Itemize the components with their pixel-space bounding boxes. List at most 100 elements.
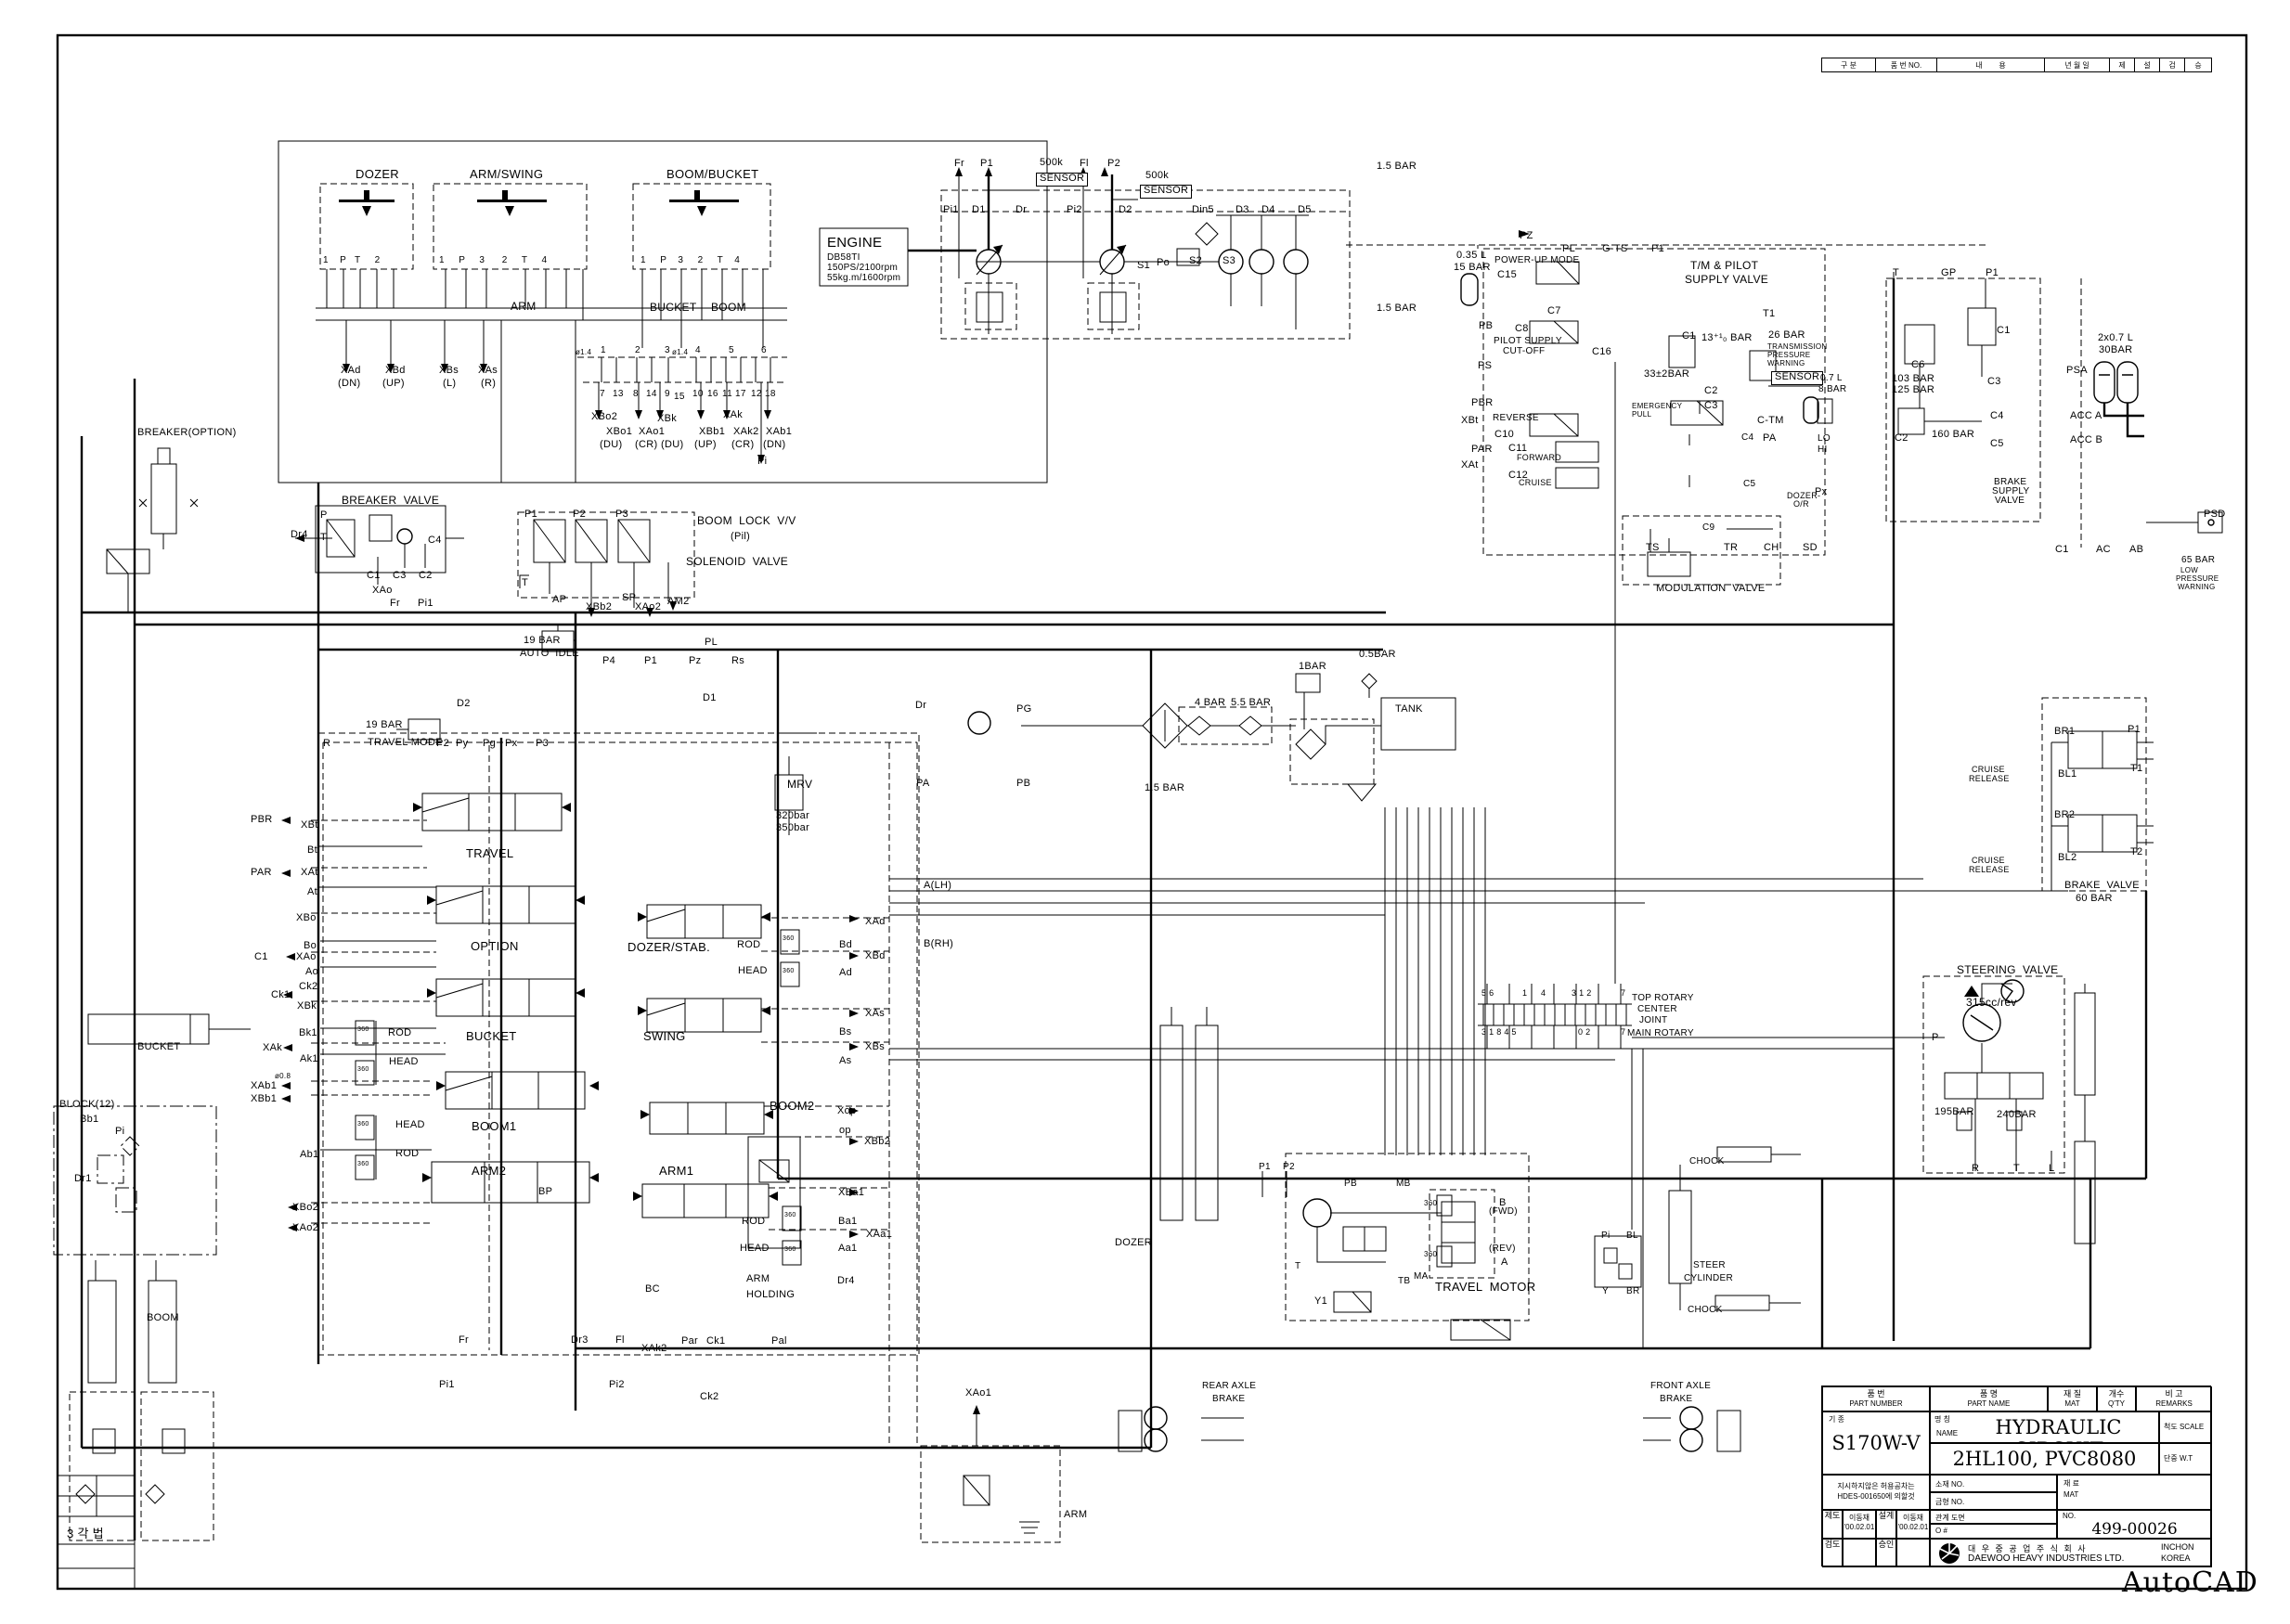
schematic-label: T1 — [2130, 763, 2143, 774]
schematic-label: C1 — [254, 951, 268, 962]
company-ko: 대 우 중 공 업 주 식 회 사 — [1968, 1544, 2088, 1553]
schematic-label: 360 — [357, 1066, 369, 1073]
schematic-label: BUCKET — [650, 301, 697, 314]
schematic-label: XAo1 — [965, 1387, 992, 1398]
schematic-label: XBb2 — [586, 601, 613, 612]
schematic-label: PL — [705, 637, 718, 648]
schematic-label: REVERSE — [1493, 413, 1539, 423]
schematic-label: XBd — [865, 950, 886, 961]
schematic-label: Ck2 — [299, 981, 318, 992]
material-cell: 재 료 MAT — [2057, 1475, 2212, 1510]
schematic-label: (UP) — [382, 378, 405, 389]
schematic-label: Pz — [689, 655, 702, 666]
schematic-label: Din5 — [1192, 204, 1214, 215]
schematic-label: B — [1499, 1197, 1507, 1208]
schematic-label: PG — [1016, 703, 1032, 715]
schematic-label: C1 — [367, 570, 381, 581]
schematic-label: CRUISE — [1972, 856, 2005, 865]
pump-motor-symbols — [396, 249, 2215, 1452]
schematic-label: XAk — [263, 1042, 283, 1053]
schematic-label: op — [839, 1125, 851, 1136]
schematic-label: Aa1 — [838, 1243, 858, 1254]
schematic-label: 1.5 BAR — [1145, 782, 1185, 793]
schematic-label: BC — [645, 1283, 660, 1295]
schematic-label: P4 — [602, 655, 616, 666]
schematic-label: MA — [1414, 1271, 1429, 1282]
model-value: S170W-V — [1831, 1432, 1921, 1454]
schematic-label: 7 — [600, 389, 605, 399]
schematic-label: D5 — [1298, 204, 1312, 215]
schematic-label: DB58TI — [827, 252, 860, 263]
accumulator-symbols — [1460, 273, 2139, 424]
schematic-label: C4 — [1741, 432, 1754, 443]
schematic-label: A — [1501, 1257, 1508, 1268]
schematic-label: D4 — [1261, 204, 1275, 215]
schematic-label: XBk — [297, 1000, 317, 1012]
schematic-label: TANK — [1395, 703, 1423, 715]
schematic-label: XAa1 — [866, 1229, 893, 1240]
schematic-label: BOOM — [147, 1312, 179, 1323]
schematic-label: TRAVEL MODE — [368, 737, 443, 748]
schematic-label: 350bar — [776, 822, 810, 833]
schematic-label: SENSOR — [1771, 371, 1824, 385]
schematic-label: 9 — [665, 389, 670, 399]
schematic-label: ø1.4 — [672, 348, 689, 356]
schematic-label: 195BAR — [1934, 1106, 1974, 1117]
schematic-label: L — [2049, 1163, 2055, 1174]
mold-no-cell: 금형 NO. — [1930, 1492, 2057, 1510]
schematic-label: POWER-UP MODE — [1494, 255, 1580, 265]
schematic-label: P1 — [1651, 243, 1665, 254]
schematic-label: Fr — [390, 598, 400, 609]
drawing-no-cell: NO. 499-00026 — [2057, 1510, 2212, 1539]
schematic-label: Xop — [837, 1105, 857, 1116]
schematic-label: C12 — [1508, 470, 1529, 481]
schematic-label: BR2 — [2054, 809, 2076, 820]
schematic-label: XBo1 — [606, 426, 633, 437]
model-cell: 기 종 S170W-V — [1822, 1411, 1930, 1475]
schematic-label: PSA — [2066, 365, 2088, 376]
schematic-label: 1 P 3 2 T 4 — [439, 255, 548, 265]
schematic-label: 13 — [613, 389, 624, 399]
revision-strip-header: 승 — [2194, 60, 2202, 70]
schematic-label: P2 — [1283, 1162, 1295, 1172]
scale-cell: 척도 SCALE — [2159, 1411, 2212, 1443]
schematic-label: TOP ROTARY — [1632, 993, 1694, 1003]
schematic-label: C1 — [1682, 330, 1696, 342]
schematic-label: C15 — [1497, 269, 1518, 280]
schematic-label: MAIN ROTARY — [1627, 1028, 1694, 1038]
schematic-label: P — [320, 509, 328, 521]
schematic-label: 500k — [1145, 170, 1170, 181]
schematic-label: PRESSURE — [1767, 351, 1811, 359]
schematic-label: XBb1 — [699, 426, 726, 437]
schematic-label: Pi1 — [418, 598, 433, 609]
schematic-label: BR — [1626, 1286, 1640, 1296]
schematic-label: P1 — [644, 655, 658, 666]
schematic-label: 5 — [729, 345, 734, 355]
schematic-label: CUT-OFF — [1503, 346, 1546, 356]
schematic-label: FRONT AXLE — [1650, 1381, 1712, 1391]
schematic-label: Bs — [839, 1026, 852, 1038]
schematic-label: HEAD — [740, 1243, 770, 1254]
pilot-lines-and-enclosures — [69, 183, 2147, 1543]
schematic-label: 160 BAR — [1932, 429, 1975, 440]
schematic-label: T2 — [2130, 846, 2143, 857]
revision-strip-header: 제 — [2110, 58, 2135, 71]
schematic-label: 19 BAR — [366, 719, 403, 730]
schematic-label: 13⁺¹₀ BAR — [1701, 332, 1753, 343]
approve-value — [1896, 1539, 1930, 1567]
schematic-label: 1 — [1522, 988, 1528, 998]
schematic-label: XAo — [296, 951, 317, 962]
schematic-label: HI — [1818, 445, 1828, 455]
schematic-label: STEER — [1693, 1260, 1726, 1270]
schematic-label: ROD — [395, 1148, 420, 1159]
schematic-label: ARM — [511, 300, 537, 313]
schematic-label: Y1 — [1314, 1295, 1328, 1307]
schematic-label: XBb1 — [251, 1093, 278, 1104]
schematic-label: 360 — [784, 1212, 796, 1218]
mat-ko: 재 질 — [2063, 1389, 2082, 1398]
material-ko: 재 료 — [2064, 1479, 2079, 1488]
schematic-label: XAt — [1461, 459, 1479, 470]
schematic-label: BP — [538, 1186, 553, 1197]
schematic-label: MB — [1396, 1179, 1411, 1189]
schematic-label: JOINT — [1639, 1015, 1668, 1025]
